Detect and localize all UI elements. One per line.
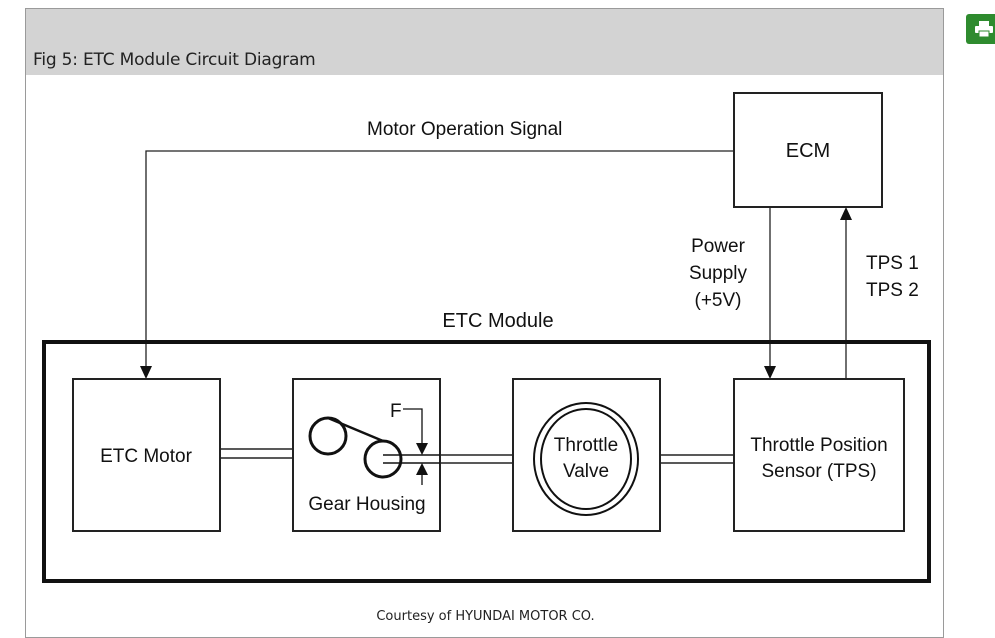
figure-title: Fig 5: ETC Module Circuit Diagram	[33, 50, 316, 70]
gear-2	[363, 439, 403, 479]
ecm-label: ECM	[786, 140, 830, 162]
figure-caption: Courtesy of HYUNDAI MOTOR CO.	[376, 609, 595, 624]
force-label: F	[390, 401, 402, 422]
etc-motor-box	[72, 378, 221, 532]
etc-circuit-diagram: Motor Operation Signal ECM Power Supply …	[42, 92, 931, 583]
throttle-bore-inner	[540, 408, 632, 510]
ecm-box	[733, 92, 883, 208]
throttle-valve-label-line1: Throttle	[554, 435, 618, 456]
power-supply-arrowhead	[764, 366, 776, 379]
motor-signal-wire	[145, 150, 734, 371]
force-arrow-up	[416, 463, 428, 475]
tps-box	[733, 378, 905, 532]
etc-module-frame	[42, 340, 931, 583]
motor-signal-label: Motor Operation Signal	[367, 119, 562, 140]
power-label-line1: Power	[691, 236, 746, 257]
throttle-valve-label-line2: Valve	[563, 461, 609, 482]
power-label-line2: Supply	[689, 263, 748, 284]
force-arrow-down	[416, 443, 428, 455]
motor-signal-arrowhead	[140, 366, 152, 379]
tps2-label: TPS 2	[866, 280, 919, 301]
gear-link-belt	[327, 416, 384, 443]
tps1-label: TPS 1	[866, 253, 919, 274]
etc-motor-label: ETC Motor	[100, 446, 193, 467]
tps-label-line1: Throttle Position	[750, 435, 887, 456]
tps-label-line2: Sensor (TPS)	[761, 461, 876, 482]
figure-header: Fig 5: ETC Module Circuit Diagram	[26, 9, 943, 75]
power-label-line3: (+5V)	[695, 290, 742, 311]
print-button[interactable]	[966, 14, 995, 44]
figure-panel: Fig 5: ETC Module Circuit Diagram Motor …	[25, 8, 944, 638]
printer-icon	[975, 21, 993, 37]
gear-housing-label: Gear Housing	[308, 494, 425, 515]
etc-module-label: ETC Module	[442, 310, 553, 332]
force-leader-line	[403, 408, 423, 447]
tps-signal-arrowhead	[840, 207, 852, 220]
